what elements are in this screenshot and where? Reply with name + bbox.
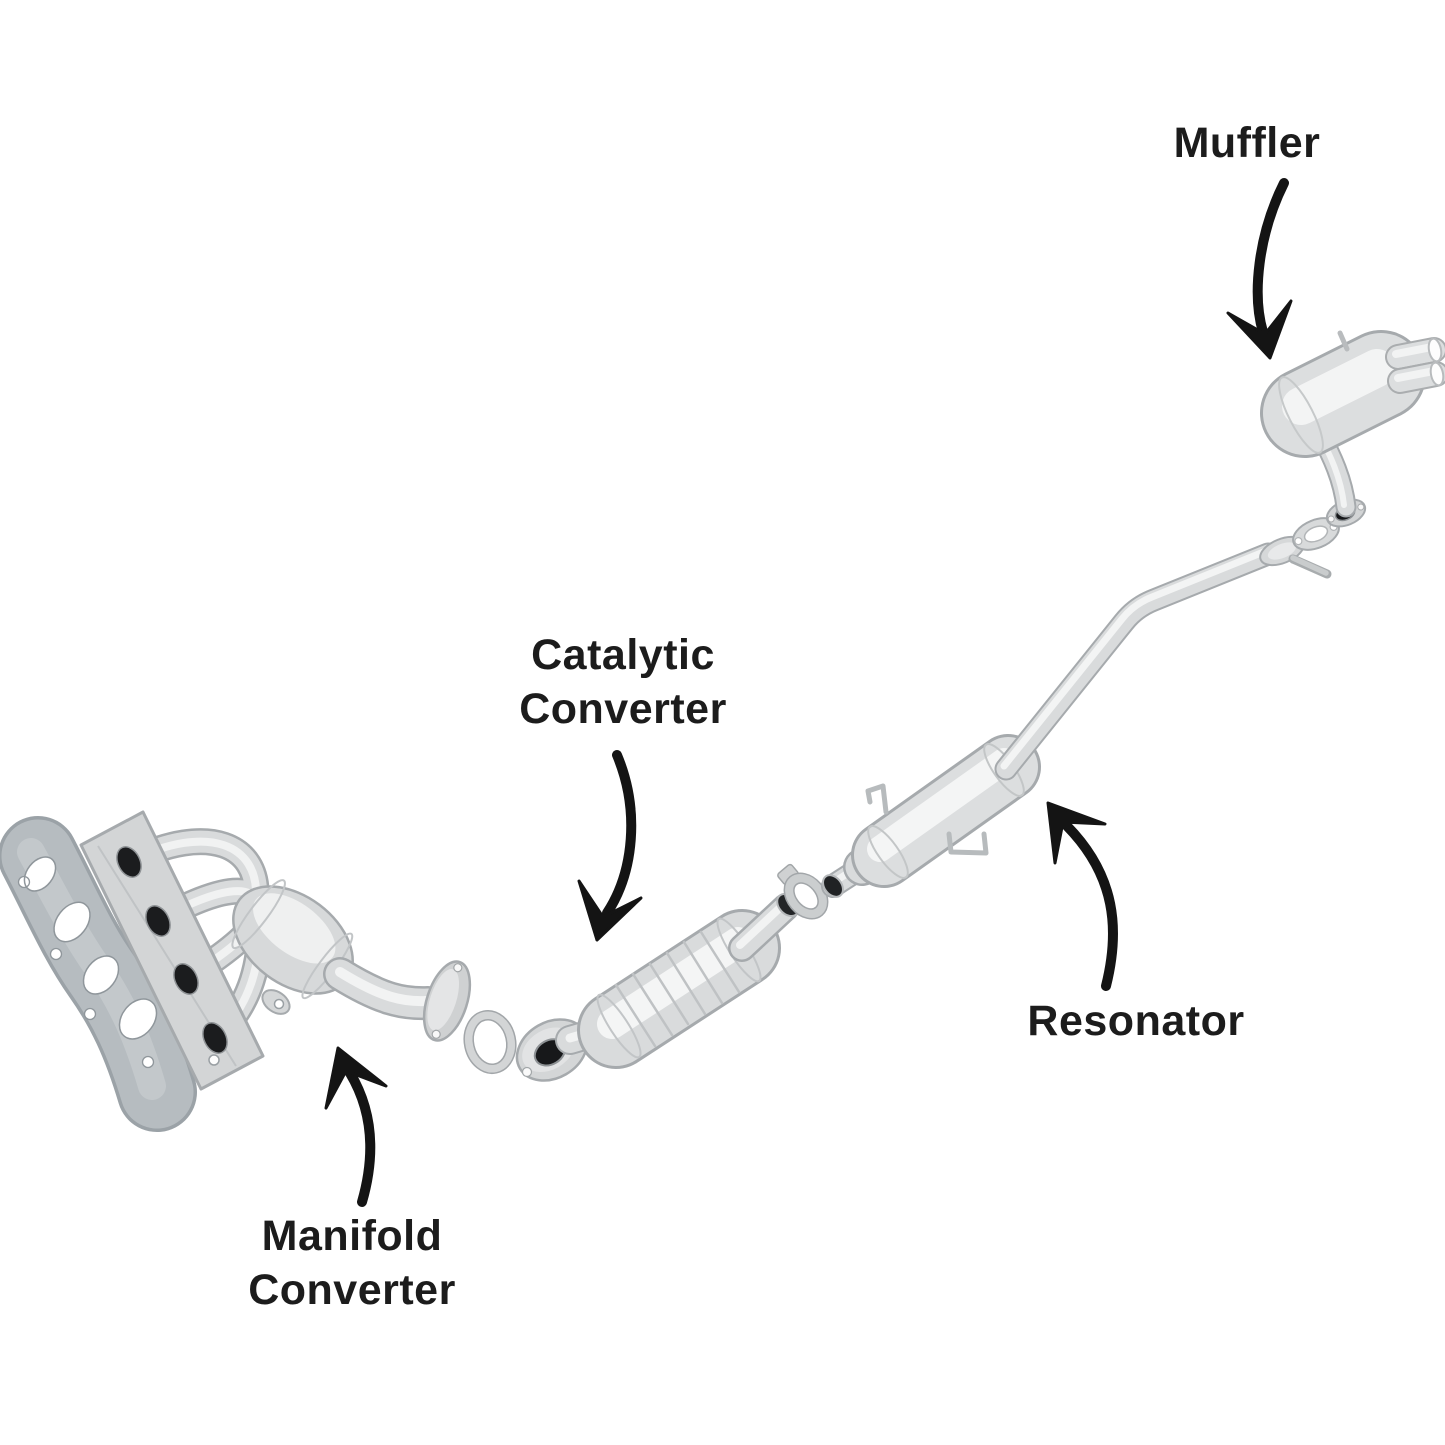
manifold-converter <box>79 810 472 1091</box>
cat-outlet-pipe <box>728 893 800 962</box>
resonator <box>821 734 1041 898</box>
manifold-cat-body <box>231 879 354 1000</box>
manifold-outlet-flange <box>422 960 472 1042</box>
muffler <box>1260 330 1445 528</box>
manifold-flange <box>79 810 265 1091</box>
annotation-arrows <box>324 178 1293 1207</box>
resonator-hanger-rod <box>946 831 989 856</box>
intermediate-pipe <box>994 535 1332 781</box>
arrow-muffler <box>1226 178 1293 360</box>
arrow-resonator <box>1046 801 1118 991</box>
manifold-gasket <box>0 816 197 1132</box>
catalytic-converter <box>515 892 800 1082</box>
manifold-port <box>202 1022 228 1054</box>
pipe-clamp <box>777 863 829 920</box>
cat-body <box>577 909 781 1069</box>
resonator-hanger-rod <box>865 783 889 815</box>
manifold-bracket-ear <box>261 989 291 1015</box>
manifold-port <box>173 963 199 995</box>
resonator-inlet-opening <box>822 874 844 898</box>
manifold-port <box>145 905 171 937</box>
label-catalytic-converter: Catalytic Converter <box>519 631 727 733</box>
muffler-tail-tips <box>1385 337 1445 394</box>
label-resonator: Resonator <box>1027 997 1245 1045</box>
muffler-inlet-gasket <box>1292 517 1340 551</box>
muffler-hanger-pin <box>1337 330 1350 352</box>
manifold-downpipe <box>323 957 445 1021</box>
label-manifold-converter: Manifold Converter <box>248 1212 456 1314</box>
manifold-port <box>116 846 142 878</box>
muffler-body <box>1260 330 1426 458</box>
flange-ring-gasket <box>463 1009 517 1075</box>
label-muffler: Muffler <box>1173 119 1321 167</box>
arrow-manifold-converter <box>324 1046 388 1207</box>
arrow-catalytic-converter <box>577 750 643 942</box>
